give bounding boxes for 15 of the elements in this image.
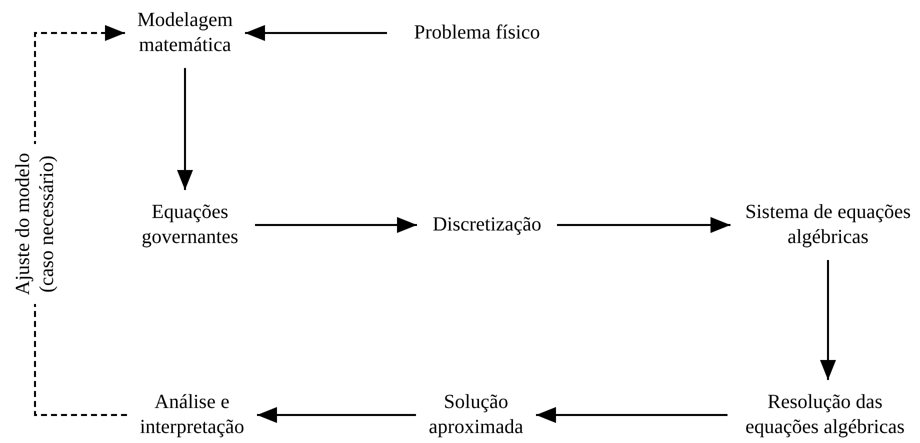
- step-label: Sistema de equações algébricas: [744, 200, 912, 250]
- arrow: [177, 68, 193, 190]
- arrow: [245, 25, 387, 41]
- arrow: [536, 407, 728, 423]
- arrow: [255, 217, 417, 233]
- step-label: Solução aproximada: [428, 390, 524, 440]
- step-label: Equações governantes: [140, 200, 240, 250]
- step-label: Análise e interpretação: [138, 390, 246, 440]
- step-label: Discretização: [432, 212, 542, 238]
- arrow: [257, 407, 416, 423]
- arrow: [557, 217, 730, 233]
- arrow: [820, 260, 836, 380]
- step-label: Problema físico: [412, 20, 542, 46]
- step-label: Modelagem matemática: [136, 8, 234, 58]
- step-label: Resolução das equações algébricas: [744, 390, 906, 440]
